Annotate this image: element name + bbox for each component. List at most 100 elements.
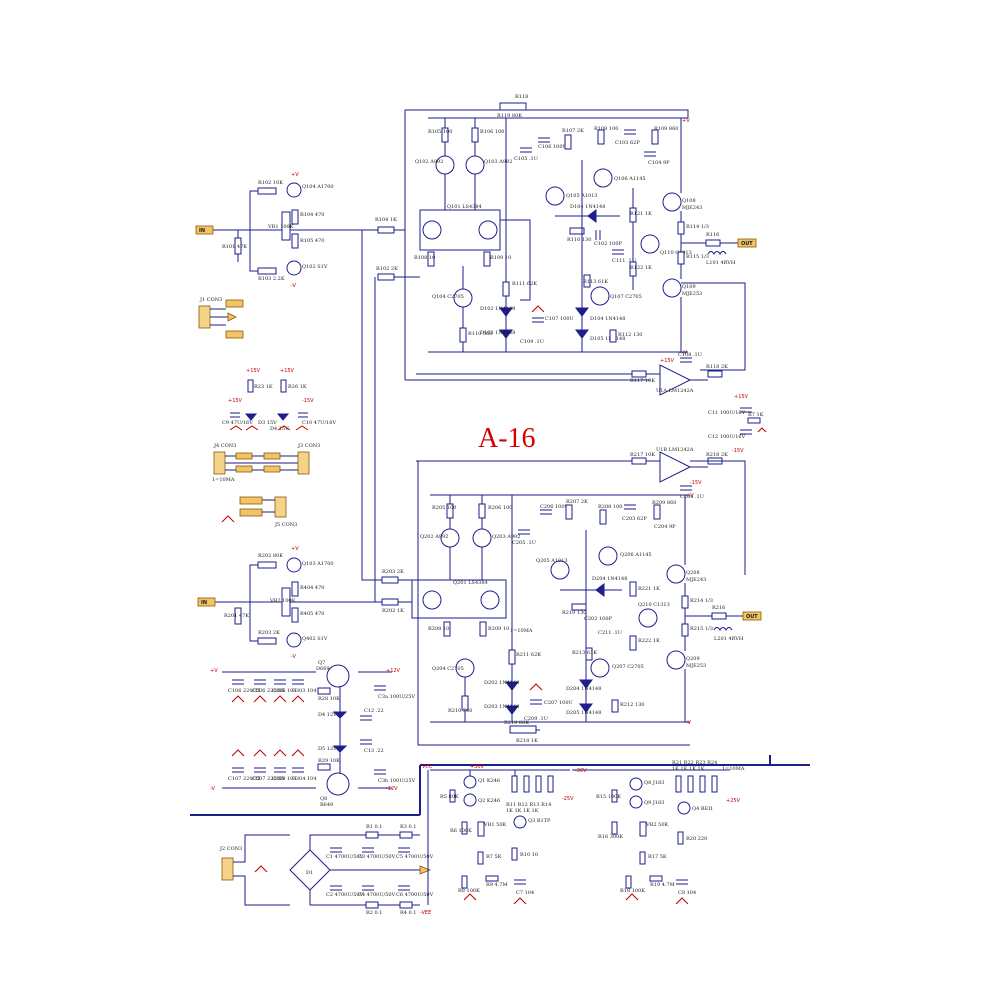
svg-text:MJE243: MJE243: [682, 205, 702, 211]
svg-text:+V: +V: [291, 172, 299, 178]
resistor-symbol: [365, 831, 379, 839]
resistor-symbol: [479, 621, 487, 637]
svg-text:Q3 B1TP: Q3 B1TP: [528, 818, 551, 824]
svg-text:Q9 J183: Q9 J183: [644, 800, 664, 806]
resistor-symbol: [377, 226, 395, 234]
j3-label: J3 CON3: [297, 443, 320, 449]
svg-text:Q107 C2705: Q107 C2705: [610, 294, 642, 300]
transistor-symbol: [286, 182, 302, 198]
resistor-symbol: [747, 417, 761, 424]
resistor-symbol: [564, 134, 572, 150]
vee-label: -VEE: [420, 910, 431, 916]
q108-label: Q108: [682, 198, 696, 204]
svg-text:R11 R12 R13 R14: R11 R12 R13 R14: [506, 802, 551, 808]
svg-text:Q203 A992: Q203 A992: [492, 534, 520, 540]
svg-text:R8 100K: R8 100K: [458, 888, 480, 894]
svg-text:R105 470: R105 470: [300, 238, 324, 244]
svg-text:R21 R22 R23 R24: R21 R22 R23 R24: [672, 760, 717, 766]
resistor-symbol: [485, 875, 499, 882]
svg-text:VR2 100K: VR2 100K: [269, 598, 296, 604]
svg-text:C103 62P: C103 62P: [615, 140, 640, 146]
svg-text:C111 .1U: C111 .1U: [612, 258, 636, 264]
connector-j2[interactable]: [274, 496, 287, 518]
svg-text:C9 47U/16V: C9 47U/16V: [222, 420, 253, 426]
svg-text:D103 1N4148: D103 1N4148: [480, 330, 515, 336]
out-port-bottom[interactable]: [742, 611, 762, 621]
resistor-symbol: [677, 221, 685, 235]
resistor-symbol: [707, 370, 723, 378]
svg-text:R203 2K: R203 2K: [382, 569, 404, 575]
j4-label: J4 CON3: [213, 443, 236, 449]
top-amplifier-block: R118 R119 80K +V -V IN R104 1K R102 10K …: [195, 94, 757, 381]
svg-text:Q1 K246: Q1 K246: [478, 778, 500, 784]
svg-text:Q205 A1013: Q205 A1013: [536, 558, 568, 564]
svg-text:R212 130: R212 130: [620, 702, 644, 708]
resistor-symbol: [711, 775, 718, 793]
svg-text:+12V: +12V: [386, 668, 401, 674]
bridge-label: D1: [306, 870, 313, 876]
transistor-symbol: [465, 155, 485, 175]
svg-text:+V: +V: [210, 668, 218, 674]
svg-text:+V: +V: [291, 546, 299, 552]
svg-text:R221 1K: R221 1K: [638, 586, 660, 592]
svg-text:R202 80K: R202 80K: [258, 553, 283, 559]
resistor-symbol: [459, 327, 467, 343]
resistor-symbol: [681, 595, 689, 609]
diff-pair-box-bottom: [411, 579, 507, 619]
resistor-symbol: [677, 251, 685, 265]
svg-text:R10 10: R10 10: [520, 852, 538, 858]
u1b-label: U1B LM1242A: [656, 447, 694, 453]
svg-text:R101 47K: R101 47K: [222, 244, 247, 250]
connector-j1[interactable]: [198, 305, 211, 329]
svg-text:Q204 C2705: Q204 C2705: [432, 666, 464, 672]
svg-text:R112 130: R112 130: [618, 332, 642, 338]
svg-text:C102 100P: C102 100P: [594, 241, 623, 247]
transistor-symbol: [286, 260, 302, 276]
svg-text:-V: -V: [210, 786, 216, 792]
svg-text:R218 1K: R218 1K: [516, 738, 538, 744]
svg-text:C1 4700U/50V: C1 4700U/50V: [326, 854, 364, 860]
svg-text:C309 104: C309 104: [272, 776, 297, 782]
connector-j2-power[interactable]: [221, 857, 234, 881]
resistor-symbol: [699, 775, 706, 793]
svg-text:R205 100: R205 100: [432, 505, 456, 511]
transistor-symbol: [629, 795, 643, 809]
svg-text:R18 100K: R18 100K: [620, 888, 645, 894]
resistor-symbol: [247, 379, 254, 393]
servo-opamp-block: U1A LM1242A U1B LM1242A R117 10K R118 2K…: [416, 352, 767, 500]
connector-j4[interactable]: [213, 451, 226, 475]
j1-port-3: [225, 330, 244, 339]
filter-caps: C1 4700U/50V C3 4700U/50V C5 4700U/50V C…: [326, 847, 434, 898]
svg-text:C109 .1U: C109 .1U: [520, 339, 544, 345]
svg-text:D102 1N4148: D102 1N4148: [480, 306, 515, 312]
transistor-symbol: [472, 528, 492, 548]
resistor-symbol: [257, 637, 277, 645]
resistor-symbol: [508, 649, 516, 665]
in-port-bottom[interactable]: [197, 597, 216, 607]
svg-text:R119 80K: R119 80K: [497, 113, 522, 119]
svg-text:R121 1K: R121 1K: [630, 211, 652, 217]
ma-label-1: 1=10MA: [510, 628, 533, 634]
q208-label: Q208: [686, 570, 700, 576]
svg-text:Q206 A1145: Q206 A1145: [620, 552, 652, 558]
in-port-bottom-label: IN: [201, 600, 207, 606]
svg-text:C12 .22: C12 .22: [364, 708, 384, 714]
svg-text:L101 4RVH: L101 4RVH: [706, 260, 736, 266]
out-port-top[interactable]: [737, 238, 757, 248]
svg-text:R209 10: R209 10: [488, 626, 509, 632]
resistor-symbol: [569, 227, 585, 235]
transistor-symbol: [638, 608, 658, 628]
connector-j5[interactable]: [297, 451, 310, 475]
svg-text:C105 .1U: C105 .1U: [514, 156, 538, 162]
resistor-symbol: [611, 699, 619, 713]
in-port-top[interactable]: [195, 225, 214, 235]
svg-text:R203 2K: R203 2K: [258, 630, 280, 636]
svg-text:R222 1K: R222 1K: [638, 638, 660, 644]
svg-text:R102 10K: R102 10K: [258, 180, 283, 186]
current-source-right: -30V Q8 J183 Q9 J183 R15 100K R16 300K V…: [572, 760, 745, 905]
svg-text:C7 104: C7 104: [516, 890, 534, 896]
svg-text:R210 130: R210 130: [562, 610, 586, 616]
resistor-symbol: [399, 901, 413, 909]
transistor-symbol: [286, 557, 302, 573]
svg-text:C3 4700U/50V: C3 4700U/50V: [358, 854, 396, 860]
